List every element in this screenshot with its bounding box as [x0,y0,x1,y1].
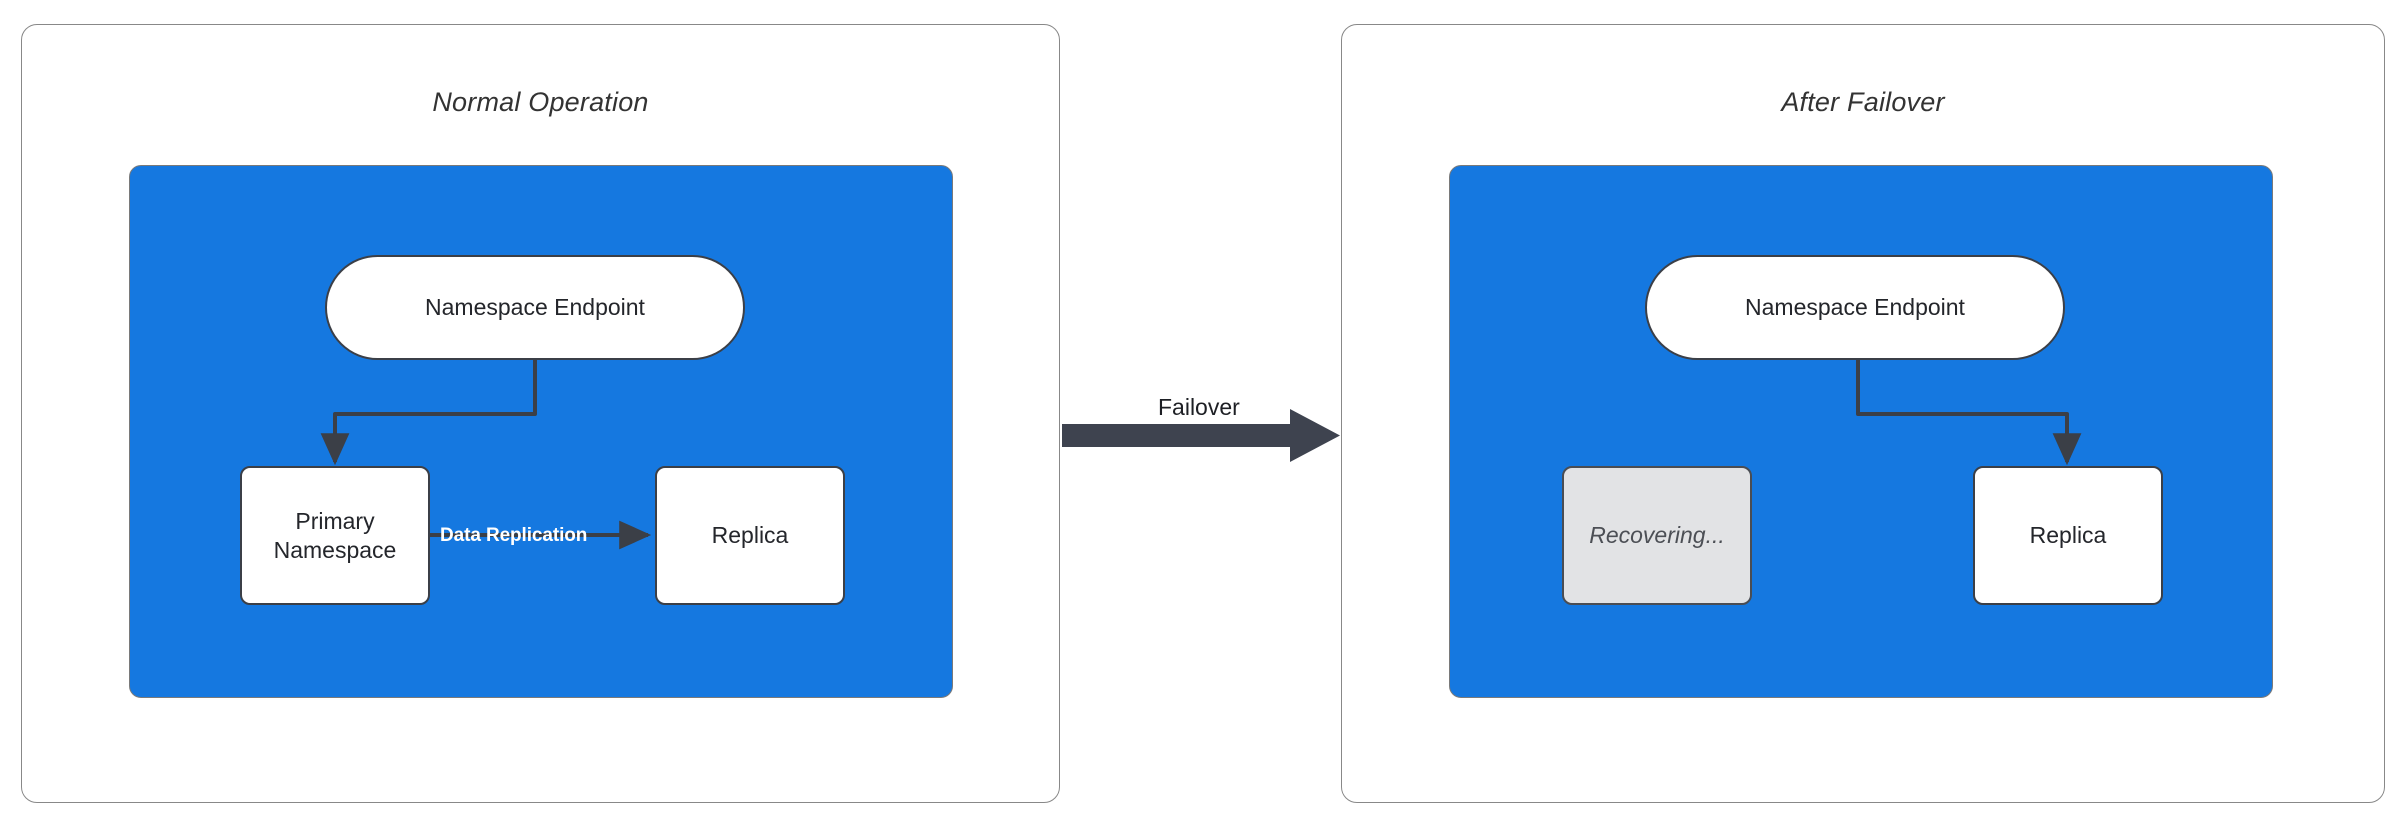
node-recovering[interactable]: Recovering... [1562,466,1752,605]
node-label: Namespace Endpoint [1745,294,1965,321]
node-label: Replica [2029,522,2107,549]
cluster-normal-operation [129,165,953,698]
node-label: Primary Namespace [274,507,397,565]
panel-after-failover: After Failover [1341,24,2385,803]
node-label: Recovering... [1589,522,1725,549]
node-label: Namespace Endpoint [425,294,645,321]
node-primary-namespace[interactable]: Primary Namespace [240,466,430,605]
edge-label-data-replication: Data Replication [440,525,588,546]
node-label-line1: Primary [295,507,375,534]
panel-title-after-failover: After Failover [1781,87,1945,117]
node-replica-left[interactable]: Replica [655,466,845,605]
node-namespace-endpoint-left[interactable]: Namespace Endpoint [325,255,745,360]
node-label-line2: Namespace [273,536,397,563]
cluster-after-failover [1449,165,2273,698]
panel-title-normal-operation: Normal Operation [432,87,649,117]
node-namespace-endpoint-right[interactable]: Namespace Endpoint [1645,255,2065,360]
panel-normal-operation: Normal Operation [21,24,1060,803]
transition-label-failover: Failover [1158,394,1240,420]
node-replica-right[interactable]: Replica [1973,466,2163,605]
node-label: Replica [711,522,789,549]
